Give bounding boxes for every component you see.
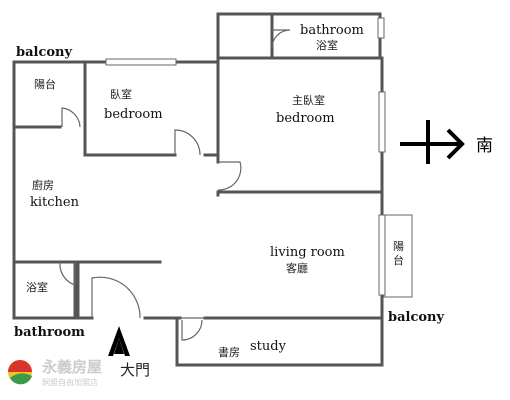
living-room-en: living room bbox=[270, 245, 345, 260]
balcony-right-zh-2: 台 bbox=[393, 253, 404, 267]
master-bedroom-zh: 主臥室 bbox=[292, 93, 325, 107]
balcony-right-zh-1: 陽 bbox=[393, 240, 404, 253]
room-master-bedroom: 主臥室 bedroom bbox=[276, 93, 335, 126]
master-bedroom-en: bedroom bbox=[276, 111, 335, 126]
entrance-label: 大門 bbox=[120, 361, 150, 379]
bathroom-left-en: bathroom bbox=[14, 325, 85, 340]
walls bbox=[12, 12, 384, 367]
room-study: 書房 study bbox=[218, 339, 287, 359]
kitchen-en: kitchen bbox=[30, 195, 80, 210]
bathroom-left-zh: 浴室 bbox=[26, 280, 48, 294]
compass-south-label: 南 bbox=[476, 136, 493, 156]
room-bathroom-top: bathroom 浴室 bbox=[300, 23, 364, 52]
study-en: study bbox=[250, 339, 287, 354]
bathroom-top-zh: 浴室 bbox=[316, 38, 338, 52]
room-balcony-right: 陽 台 balcony bbox=[388, 240, 444, 325]
study-zh: 書房 bbox=[218, 345, 240, 359]
balcony-top-en: balcony bbox=[16, 45, 72, 60]
brand-tagline: 飼盟自由加盟店 bbox=[42, 377, 98, 387]
bedroom-en: bedroom bbox=[104, 107, 163, 122]
compass: 南 bbox=[400, 120, 493, 164]
bathroom-top-en: bathroom bbox=[300, 23, 364, 38]
balcony-right-en: balcony bbox=[388, 310, 444, 325]
entrance-marker: 大門 bbox=[108, 326, 150, 379]
entrance-arrow-icon bbox=[110, 326, 128, 354]
room-bedroom: 臥室 bedroom bbox=[104, 87, 163, 122]
doors bbox=[59, 29, 291, 341]
balcony-top-zh: 陽台 bbox=[34, 77, 56, 91]
kitchen-zh: 廚房 bbox=[32, 178, 54, 192]
brand-watermark: 永義房屋 飼盟自由加盟店 bbox=[8, 358, 102, 387]
brand-name: 永義房屋 bbox=[41, 358, 102, 376]
room-living-room: living room 客廳 bbox=[270, 245, 345, 275]
room-balcony-top: balcony 陽台 bbox=[16, 45, 72, 91]
compass-arrow-icon bbox=[446, 128, 465, 160]
bedroom-zh: 臥室 bbox=[110, 87, 132, 101]
room-kitchen: 廚房 kitchen bbox=[30, 178, 80, 210]
living-room-zh: 客廳 bbox=[286, 261, 308, 275]
room-bathroom-left: 浴室 bathroom bbox=[14, 280, 85, 340]
brand-logo-icon bbox=[8, 360, 32, 385]
windows bbox=[105, 17, 413, 298]
